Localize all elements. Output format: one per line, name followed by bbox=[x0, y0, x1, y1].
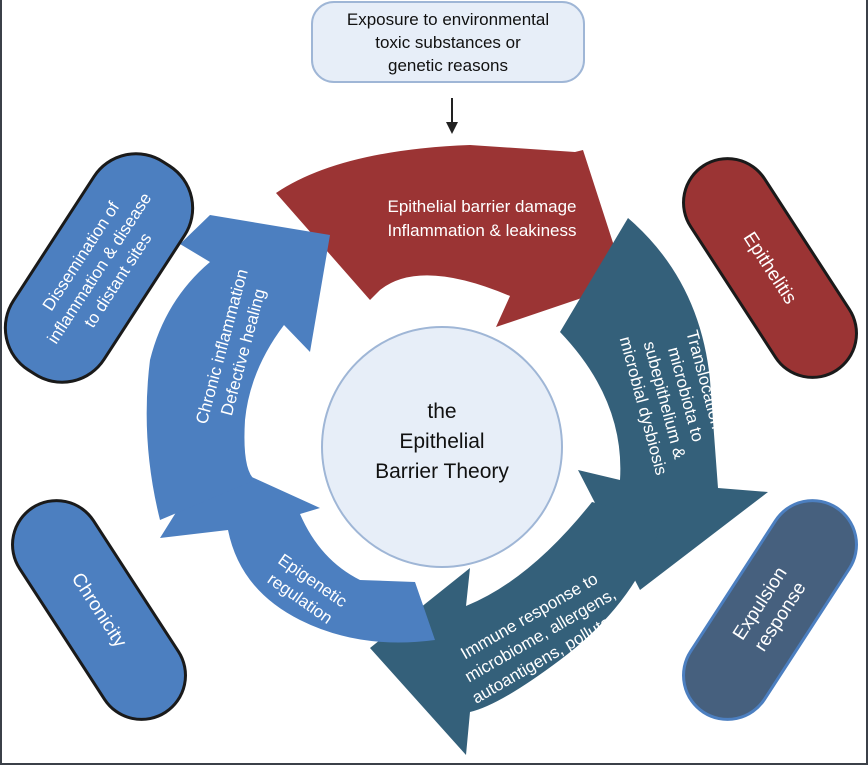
center-circle: the Epithelial Barrier Theory bbox=[321, 326, 563, 568]
immune-arrow-shape bbox=[370, 502, 662, 755]
chronic-arrow-shape bbox=[146, 215, 330, 520]
chronic-arrow: Chronic inflammation Defective healing bbox=[146, 215, 330, 520]
expulsion-pill: Expulsion response bbox=[682, 499, 858, 721]
exposure-box-shape bbox=[311, 1, 585, 83]
bottom-frame-border bbox=[0, 763, 868, 765]
epithelitis-pill-shape bbox=[682, 157, 858, 379]
translocation-arrow-shape bbox=[560, 218, 768, 590]
damage-arrow-shape bbox=[276, 145, 626, 327]
right-frame-border bbox=[866, 0, 868, 765]
epigenetic-arrow-shape bbox=[160, 458, 435, 643]
chronicity-pill: Chronicity bbox=[11, 499, 187, 721]
left-frame-border bbox=[0, 0, 2, 765]
center-line-3: Barrier Theory bbox=[375, 460, 509, 483]
down-arrow-icon bbox=[446, 98, 458, 134]
exposure-line-3: genetic reasons bbox=[388, 56, 508, 75]
chronicity-pill-shape bbox=[11, 499, 187, 721]
expulsion-pill-shape bbox=[682, 499, 858, 721]
center-line-1: the bbox=[427, 400, 456, 423]
dissemination-pill-shape bbox=[3, 152, 195, 384]
center-line-2: Epithelial bbox=[399, 430, 484, 453]
exposure-box: Exposure to environmental toxic substanc… bbox=[311, 1, 585, 83]
exposure-line-2: toxic substances or bbox=[375, 33, 521, 52]
center-circle-shape bbox=[321, 326, 563, 568]
damage-line-1: Epithelial barrier damage bbox=[388, 197, 577, 216]
exposure-line-1: Exposure to environmental bbox=[347, 10, 549, 29]
damage-line-2: Inflammation & leakiness bbox=[388, 221, 577, 240]
epithelitis-pill: Epithelitis bbox=[682, 157, 858, 379]
damage-arrow: Epithelial barrier damage Inflammation &… bbox=[276, 145, 626, 327]
